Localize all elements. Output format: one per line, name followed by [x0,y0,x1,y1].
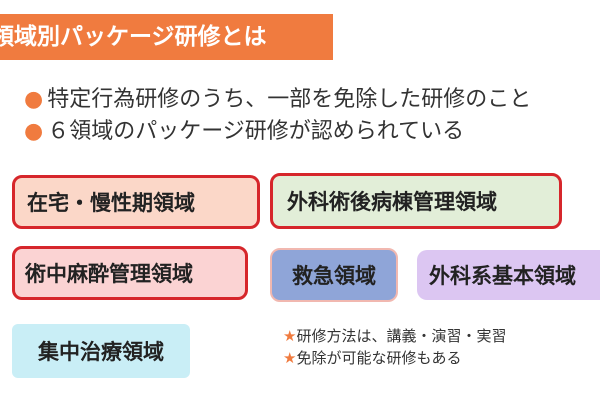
area-label: 救急領域 [292,264,376,288]
note-text: 免除が可能な研修もある [296,349,462,367]
area-label: 外科術後病棟管理領域 [287,190,497,214]
bullet-item: ●特定行為研修のうち、一部を免除した研修のこと [24,86,531,114]
area-box-surgical-postop-ward: 外科術後病棟管理領域 [270,173,562,229]
area-box-home-chronic: 在宅・慢性期領域 [12,175,260,229]
area-label: 外科系基本領域 [429,264,576,288]
bullet-item: ●６領域のパッケージ研修が認められている [24,118,464,146]
area-box-intensive-care: 集中治療領域 [12,324,190,378]
star-icon: ★ [283,349,297,367]
area-box-surgical-basic: 外科系基本領域 [417,250,600,300]
bullet-text: ６領域のパッケージ研修が認められている [47,119,465,144]
bullet-dot-icon: ● [24,119,44,144]
area-label: 集中治療領域 [38,340,164,364]
note-item: ★免除が可能な研修もある [283,348,461,368]
star-icon: ★ [283,327,297,345]
bullet-text: 特定行為研修のうち、一部を免除した研修のこと [47,87,532,112]
note-text: 研修方法は、講義・演習・実習 [296,327,507,345]
area-box-emergency: 救急領域 [270,248,398,302]
bullet-dot-icon: ● [24,87,44,112]
page-title: 領域別パッケージ研修とは [0,14,333,60]
area-box-intraop-anesthesia: 術中麻酔管理領域 [12,246,248,300]
area-label: 術中麻酔管理領域 [25,262,193,286]
area-label: 在宅・慢性期領域 [27,191,195,215]
note-item: ★研修方法は、講義・演習・実習 [283,326,506,346]
